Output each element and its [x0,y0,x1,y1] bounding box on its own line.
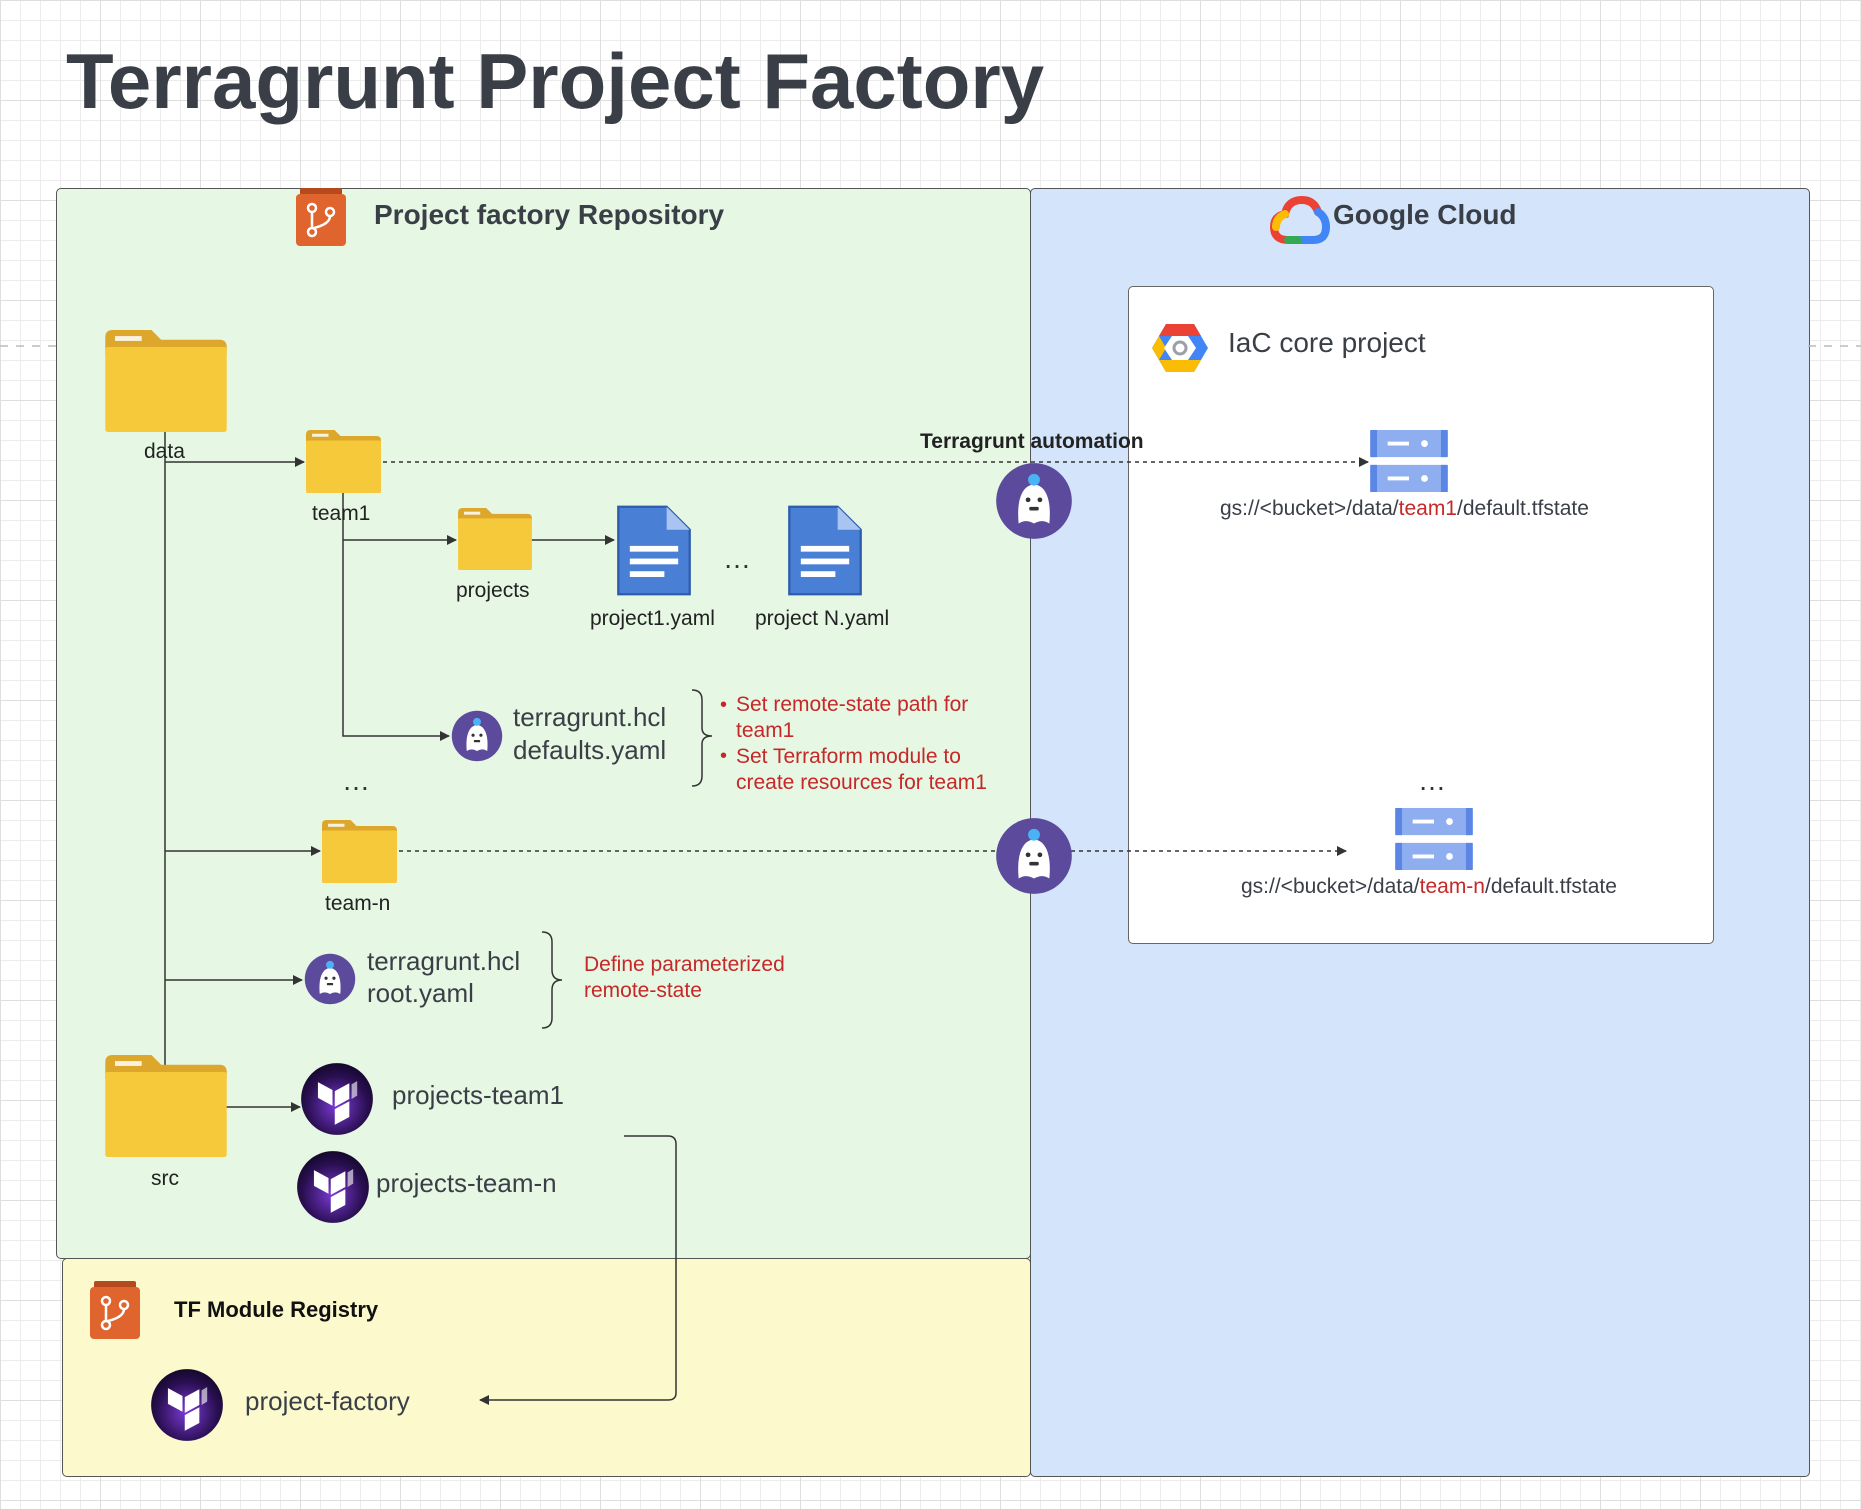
folder-icon [105,1055,227,1157]
folder-icon [105,330,227,432]
folder-icon [322,820,397,883]
terraform-icon [300,1062,374,1136]
folder-data-label: data [144,440,185,463]
registry-region [62,1258,1031,1477]
registry-title: TF Module Registry [174,1297,379,1322]
google-cloud-icon [1269,195,1330,244]
repo-title: Project factory Repository [374,199,725,230]
state1-team: team1 [1398,497,1457,520]
document-icon [787,504,863,597]
project1-yaml-label: project1.yaml [590,607,715,630]
projects-team1-label: projects-team1 [392,1080,564,1110]
team1-note-bullet1: • [720,694,728,716]
document-icon [616,504,692,597]
team1-note-2a: Set Terraform module to [736,745,961,768]
root-config-line1: terragrunt.hcl [367,946,521,976]
page-title: Terragrunt Project Factory [66,37,1045,125]
state1-path: gs://<bucket>/data/team1/default.tfstate [1220,497,1589,521]
project-factory-label: project-factory [245,1386,410,1416]
projects-team-n-label: projects-team-n [376,1168,557,1198]
team1-config-line2: defaults.yaml [513,735,667,765]
terragrunt-icon [451,710,503,762]
terragrunt-icon [995,817,1073,895]
cloud-title: Google Cloud [1333,199,1517,230]
team1-note-2b: create resources for team1 [736,771,987,794]
storage-bucket-icon [1370,430,1448,492]
gcp-project-icon [1152,324,1208,372]
state1-prefix: gs://<bucket>/data/ [1220,497,1399,520]
storage-bucket-icon [1395,808,1473,870]
root-note-a: Define parameterized [584,953,785,976]
team1-note-1a: Set remote-state path for [736,693,969,716]
folder-icon [458,508,532,570]
team1-note-1b: team1 [736,719,795,742]
state2-prefix: gs://<bucket>/data/ [1241,875,1420,898]
state2-suffix: /default.tfstate [1484,875,1617,898]
automation-label: Terragrunt automation [920,430,1144,453]
root-note-b: remote-state [584,979,702,1002]
buckets-ellipsis: … [1418,765,1446,796]
terraform-icon [296,1150,370,1224]
teams-ellipsis: … [342,765,370,796]
folder-projects-label: projects [456,579,530,602]
state1-suffix: /default.tfstate [1457,497,1589,520]
folder-team-n-label: team-n [325,892,391,915]
folder-src-label: src [151,1167,179,1190]
iac-project-title: IaC core project [1228,327,1426,358]
projectN-yaml-label: project N.yaml [755,607,890,630]
terragrunt-icon [995,462,1073,540]
terragrunt-icon [304,953,356,1005]
state2-team: team-n [1419,875,1485,898]
root-config-line2: root.yaml [367,978,474,1008]
terraform-icon [150,1368,224,1442]
folder-icon [306,430,381,493]
folder-team1-label: team1 [312,502,371,525]
team1-config-line1: terragrunt.hcl [513,702,667,732]
state2-path: gs://<bucket>/data/team-n/default.tfstat… [1241,875,1617,899]
files-ellipsis: … [723,543,751,574]
team1-note-bullet2: • [720,745,728,767]
